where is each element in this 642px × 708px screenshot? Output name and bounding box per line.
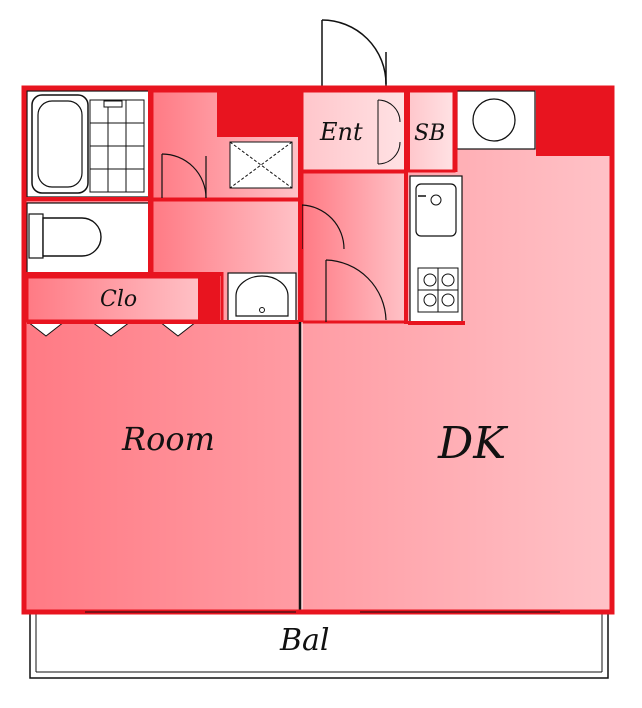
washer-space	[456, 90, 536, 150]
closet-label: Clo	[100, 287, 137, 312]
front-door-icon	[321, 19, 387, 88]
dk-door-icon	[325, 259, 387, 322]
dk-label: DK	[437, 418, 508, 469]
shoe-box	[406, 89, 456, 173]
entrance-label: Ent	[319, 118, 363, 146]
washroom-door-icon	[161, 153, 207, 199]
room-label: Room	[121, 420, 215, 458]
balcony	[29, 611, 609, 679]
bathroom	[26, 90, 150, 198]
toilet-room	[26, 202, 150, 274]
balcony-label: Bal	[279, 623, 330, 658]
wall-block	[198, 274, 220, 324]
wall-block	[217, 91, 299, 137]
washing-machine-pan-icon	[229, 141, 293, 189]
entrance-double-door-icon	[377, 99, 401, 165]
stove-icon	[417, 267, 459, 313]
closet-door-icon	[27, 321, 197, 337]
hall	[300, 170, 408, 324]
wash-basin-icon	[227, 272, 297, 322]
shoe-box-label: SB	[414, 121, 445, 146]
wall-block	[536, 88, 612, 156]
